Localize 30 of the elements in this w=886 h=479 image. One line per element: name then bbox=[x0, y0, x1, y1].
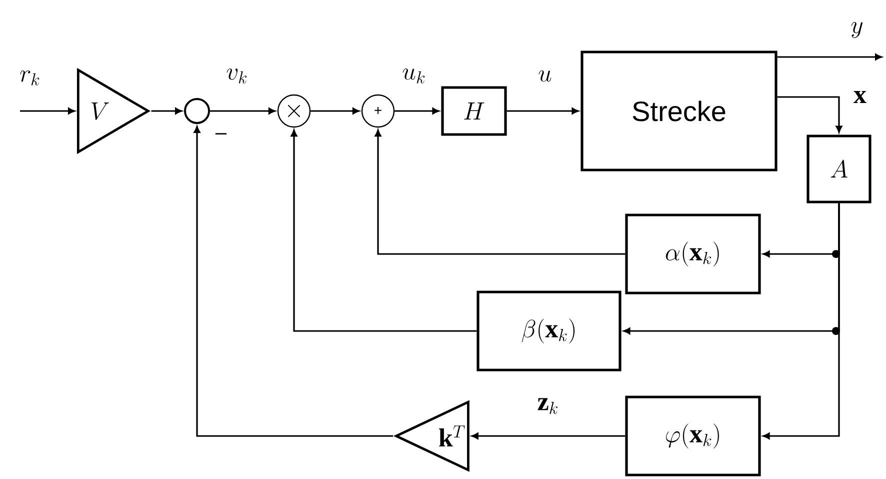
edge-label: $r_k$ bbox=[20, 70, 40, 86]
arrow bbox=[394, 108, 440, 114]
summing-junction: + bbox=[361, 94, 395, 128]
edge-label: $\mathbf{z}_k$ bbox=[538, 398, 558, 414]
edge-label: $\mathbf{x}$ bbox=[854, 91, 866, 103]
arrow bbox=[374, 130, 626, 255]
arrow bbox=[194, 126, 394, 437]
arrow bbox=[290, 130, 477, 332]
block-box: $H$ bbox=[441, 86, 507, 136]
arrow bbox=[310, 108, 360, 114]
summing-junction bbox=[184, 98, 210, 124]
arrow bbox=[777, 96, 842, 133]
block-box: Strecke bbox=[580, 50, 778, 172]
arrow bbox=[777, 54, 882, 60]
block-box: $A$ bbox=[806, 134, 872, 204]
arrow bbox=[762, 203, 840, 440]
edge-label: $v_k$ bbox=[226, 68, 247, 84]
arrow bbox=[151, 108, 182, 114]
edge-label: $y$ bbox=[851, 22, 862, 38]
block-box: $\beta(\mathbf{x}_k)$ bbox=[476, 290, 622, 372]
arrow bbox=[210, 108, 276, 114]
arrow bbox=[506, 108, 579, 114]
block-box: $\varphi(\mathbf{x}_k)$ bbox=[625, 396, 761, 476]
block-box: $\alpha(\mathbf{x}_k)$ bbox=[625, 214, 761, 294]
minus-sign: – bbox=[215, 133, 227, 134]
edge-label: $u_k$ bbox=[402, 68, 425, 84]
arrow bbox=[471, 432, 626, 440]
edge-label: $u$ bbox=[538, 70, 552, 82]
arrow bbox=[20, 108, 75, 114]
summing-junction: $\times$ bbox=[277, 94, 311, 128]
